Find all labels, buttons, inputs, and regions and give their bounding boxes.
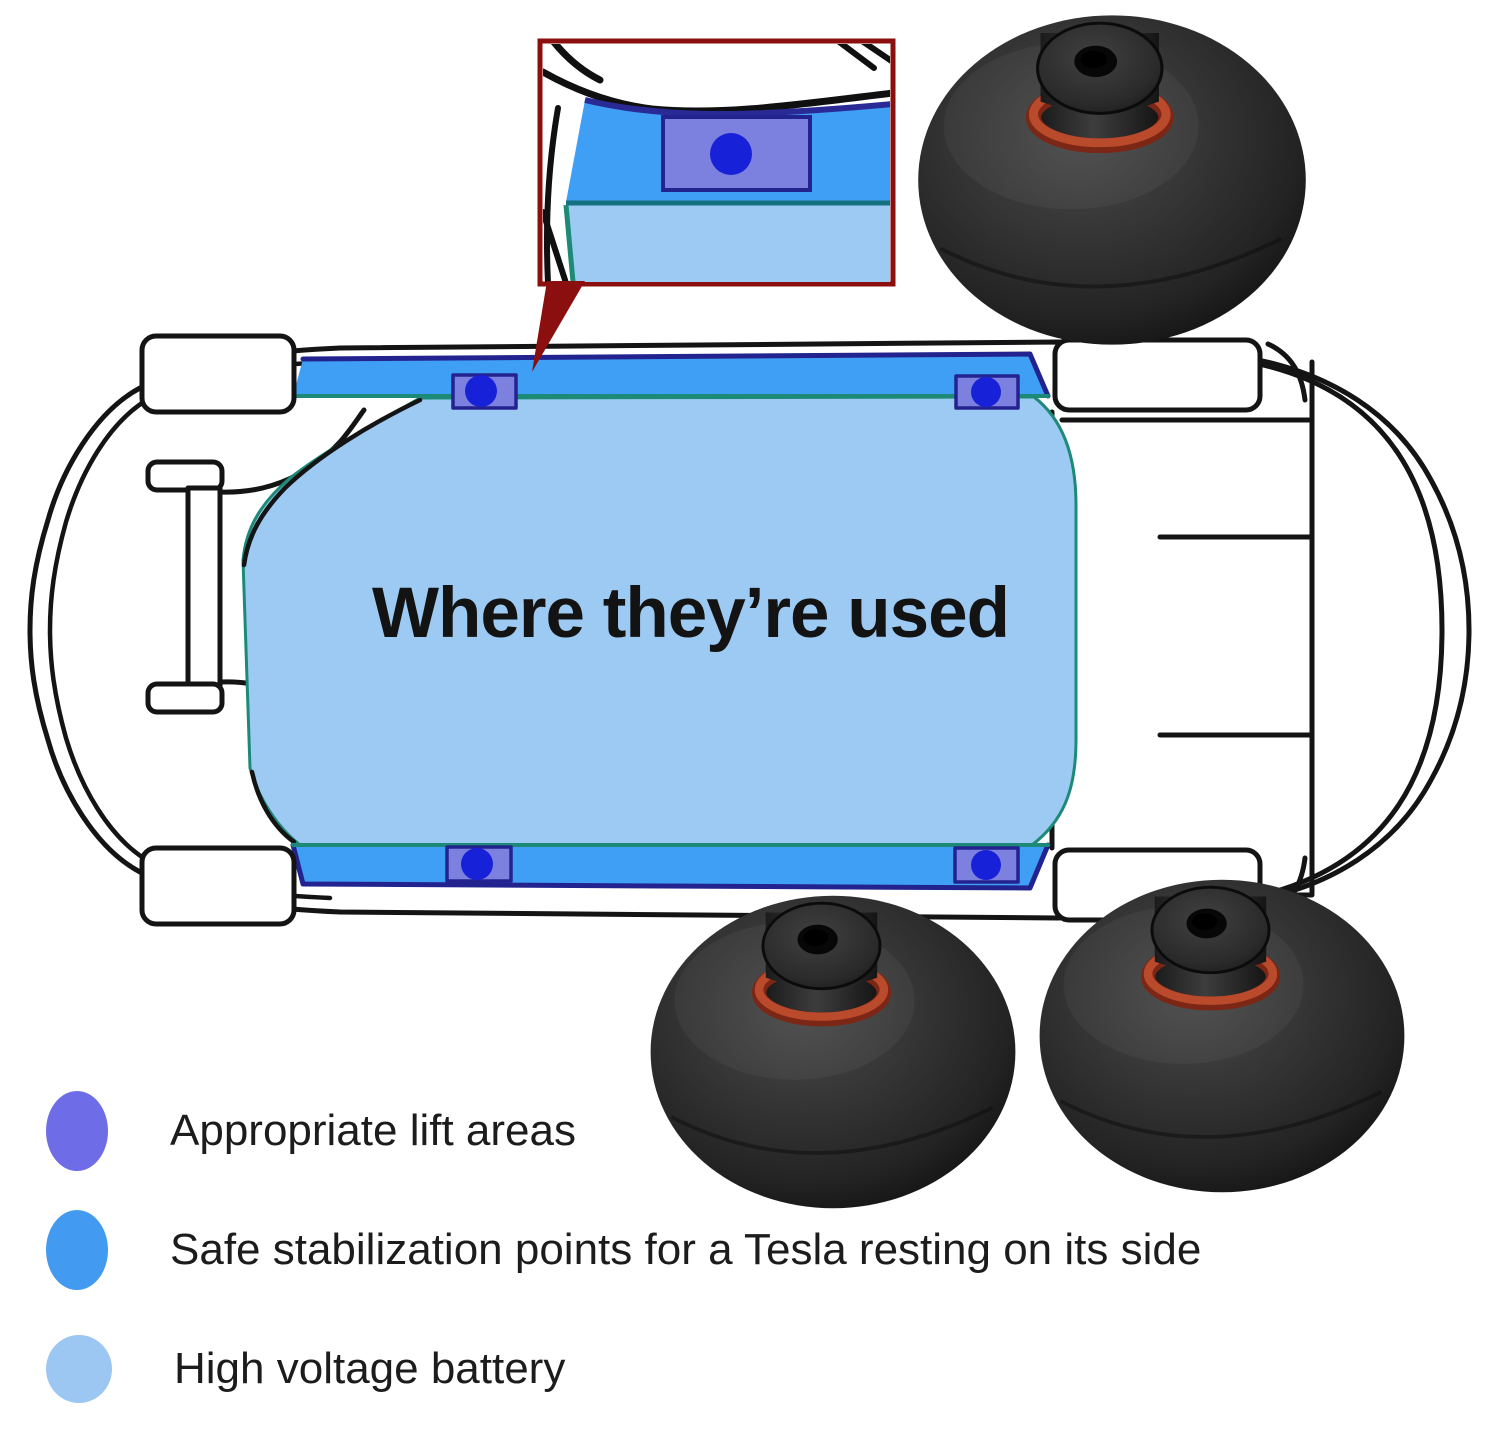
lift-point-front-left (451, 373, 518, 410)
inset-top-right-line-1 (837, 44, 877, 71)
lift-area-color-swatch (46, 1091, 108, 1171)
stabilization-band-bottom (293, 845, 1048, 888)
diagram-svg (27, 0, 1472, 1412)
car-underside-diagram (27, 333, 1472, 927)
inset-pointer-triangle (532, 281, 585, 372)
legend-label-lift-areas: Appropriate lift areas (170, 1106, 576, 1155)
lift-point-rear-right (953, 846, 1020, 884)
jack-pad-photo-top-right (918, 15, 1306, 344)
inset-lift-point (661, 115, 812, 192)
inset-content (543, 44, 890, 282)
high-voltage-battery-area (241, 395, 1078, 847)
wheel-front-left (139, 333, 297, 415)
stabilization-color-swatch (46, 1210, 108, 1290)
inset-detail-callout (532, 38, 896, 372)
inset-top-right-line-2 (861, 44, 890, 64)
legend-row-lift-areas: Appropriate lift areas (46, 1090, 1201, 1172)
wheel-front-right (139, 845, 297, 927)
legend: Appropriate lift areas Safe stabilizatio… (46, 1090, 1201, 1447)
inset-pillar-line (550, 44, 604, 84)
rear-fascia-inner-line (1247, 359, 1445, 901)
inset-battery-left-edge (563, 204, 576, 282)
inset-rocker-line (544, 105, 561, 282)
stabilization-band-top-border (300, 351, 1051, 399)
battery-color-swatch (46, 1335, 112, 1403)
legend-label-stabilization-points: Safe stabilization points for a Tesla re… (170, 1225, 1202, 1274)
wheel-house-arcs (241, 397, 423, 845)
legend-label-hv-battery: High voltage battery (174, 1344, 566, 1393)
inset-corner-line (543, 209, 569, 282)
lift-point-rear-left (954, 374, 1020, 410)
legend-row-hv-battery: High voltage battery (46, 1328, 1201, 1410)
lift-point-front-right (445, 845, 513, 883)
inset-band-top-border (584, 97, 890, 118)
page-title: Where they’re used (372, 574, 1010, 653)
product-infographic: Where they’re used Appropriate lift area… (27, 0, 1472, 1412)
inset-battery-strip (566, 205, 890, 282)
legend-row-stabilization-points: Safe stabilization points for a Tesla re… (46, 1209, 1201, 1291)
stabilization-band-bottom-border (290, 842, 1051, 891)
lift-point-markers (445, 373, 1020, 884)
wheel-rear-left (1052, 337, 1263, 413)
